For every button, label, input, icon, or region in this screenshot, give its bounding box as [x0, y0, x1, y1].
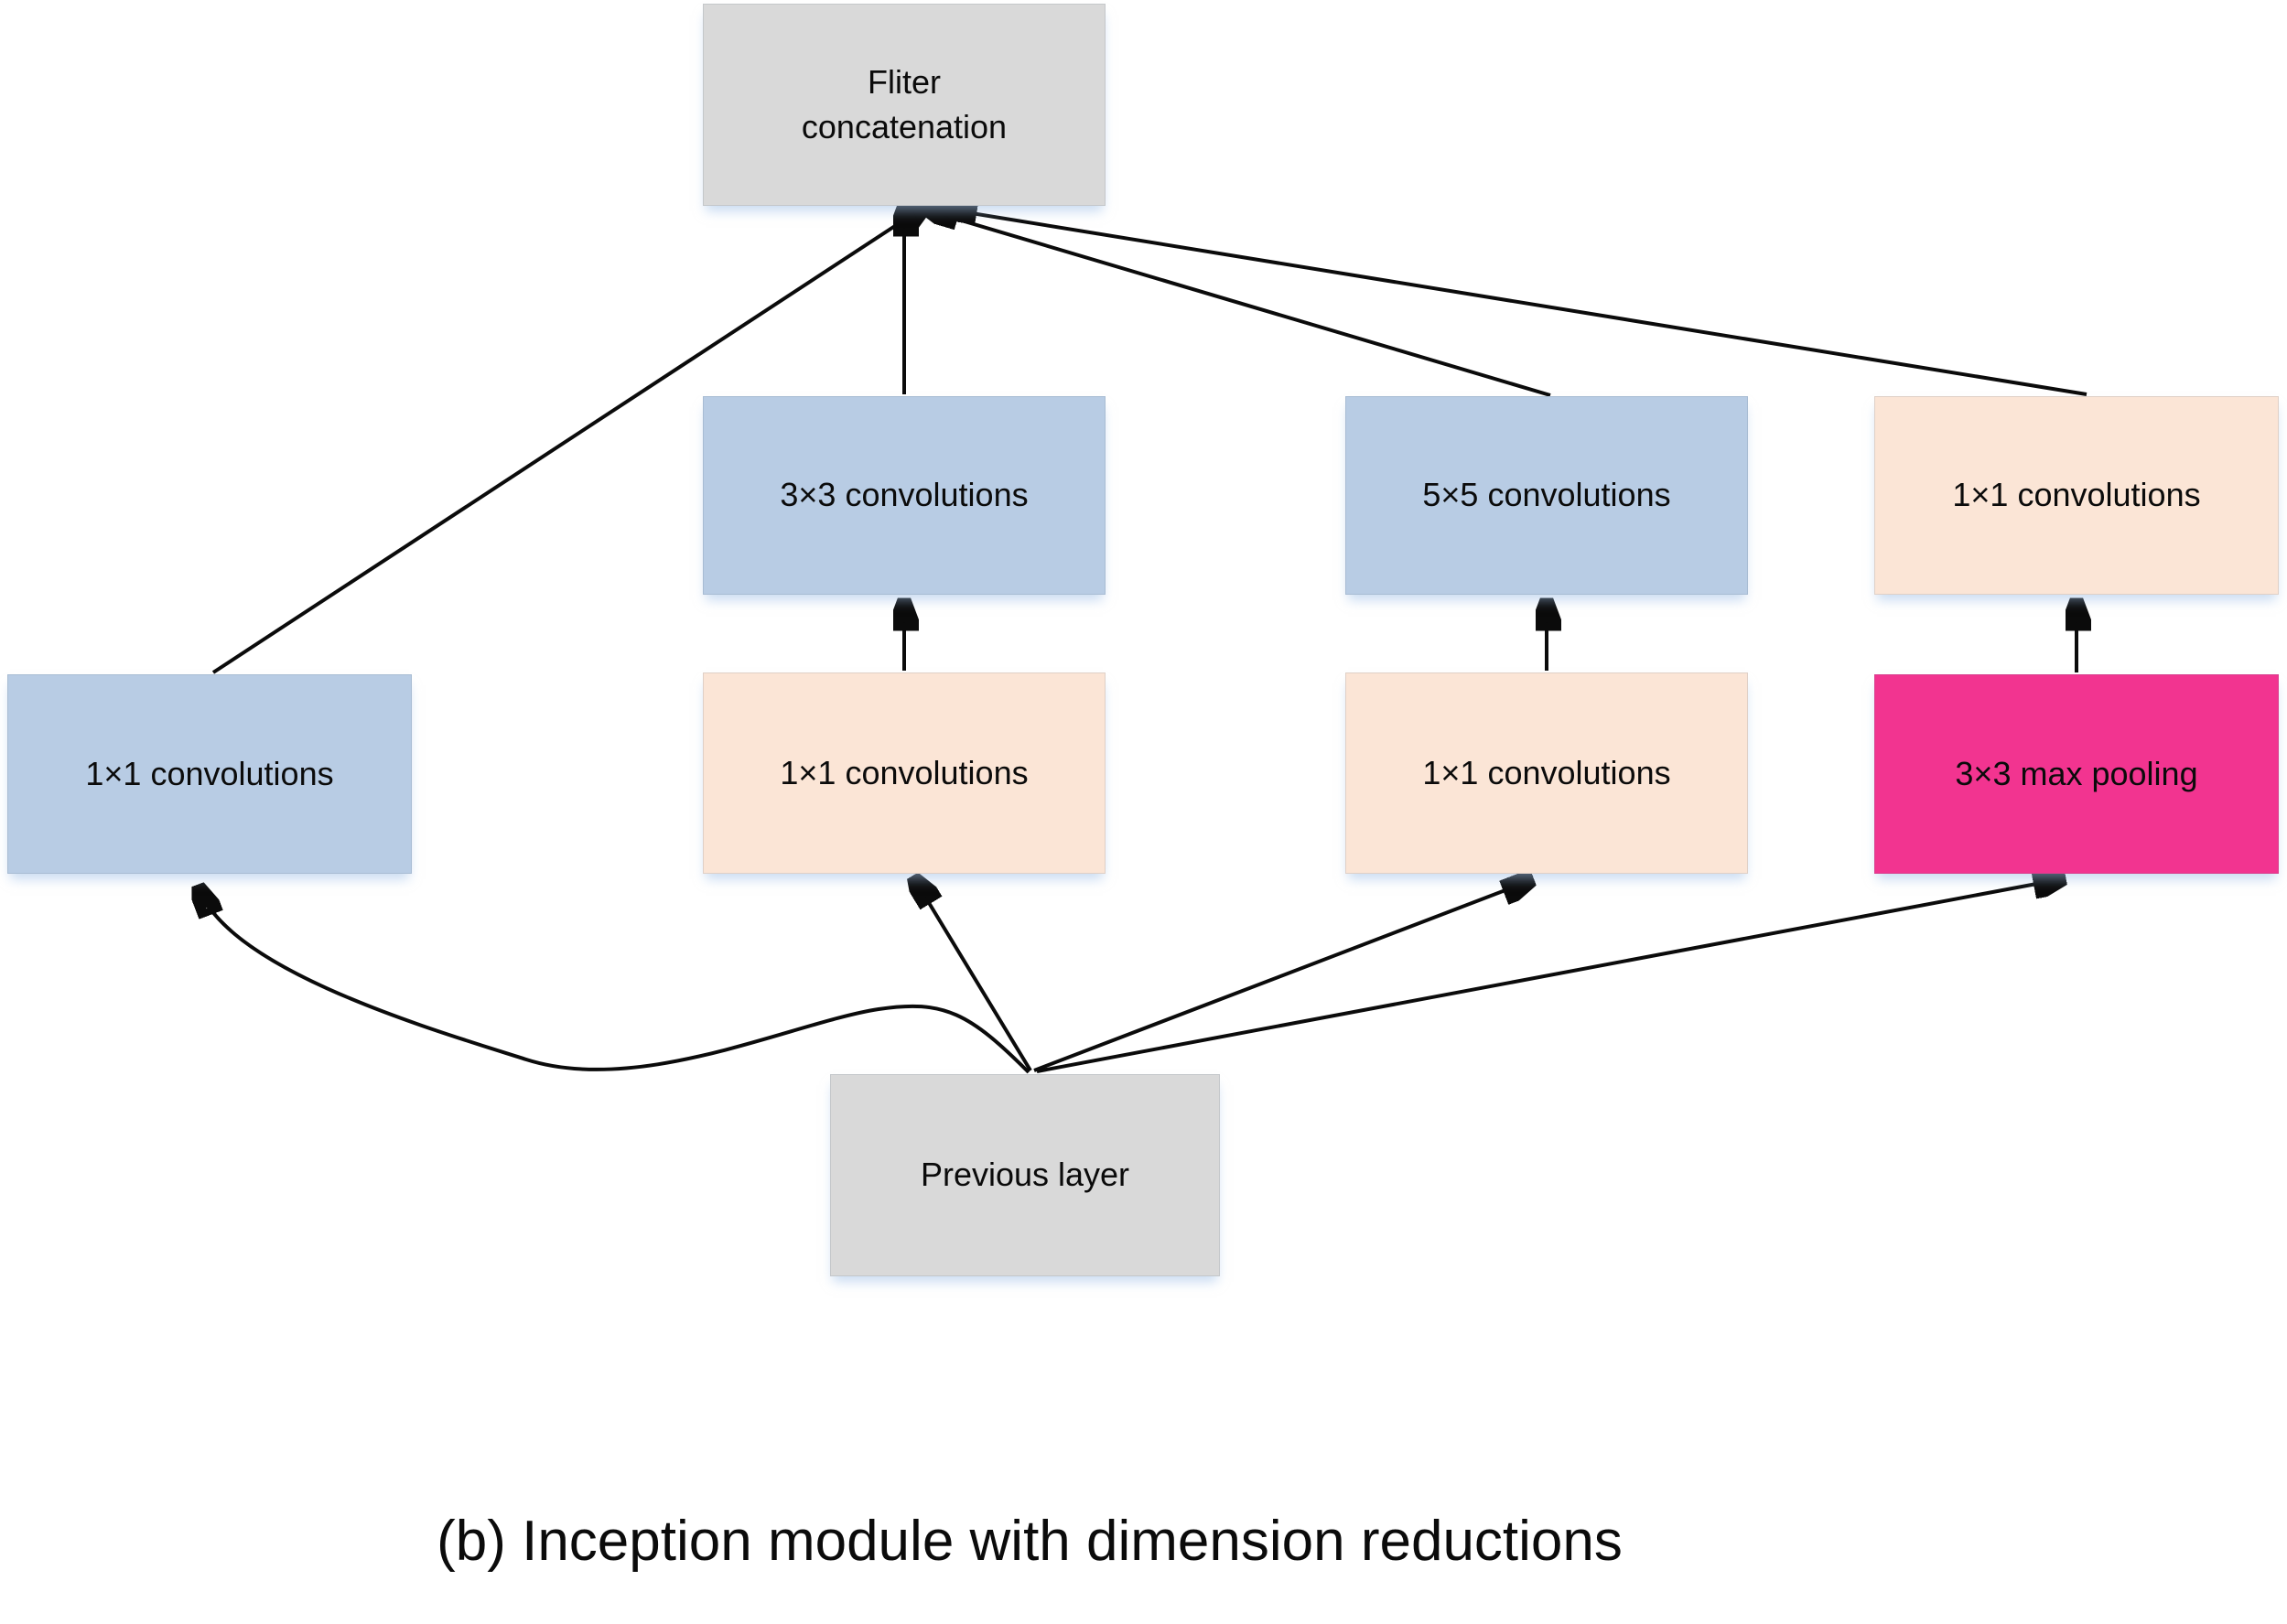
node-label: Previous layer: [920, 1156, 1130, 1194]
node-conv-1x1-reduce-3x3: 1×1 convolutions: [703, 672, 1106, 874]
figure-caption: (b) Inception module with dimension redu…: [437, 1510, 1623, 1573]
node-max-pooling: 3×3 max pooling: [1874, 674, 2279, 874]
node-label: 3×3 max pooling: [1955, 754, 2198, 792]
edge-previous-to-conv1x1-b: [915, 880, 1032, 1072]
node-conv-5x5: 5×5 convolutions: [1345, 396, 1748, 595]
edge-previous-to-conv1x1-a: [200, 889, 1030, 1074]
node-label: 1×1 convolutions: [85, 754, 334, 792]
edge-previous-to-conv1x1-c: [1033, 881, 1529, 1072]
edge-previous-to-maxpool: [1036, 879, 2061, 1073]
node-conv-1x1-after-pool: 1×1 convolutions: [1874, 396, 2279, 595]
node-conv-1x1-reduce-5x5: 1×1 convolutions: [1345, 672, 1748, 874]
node-label-line1: Fliter: [868, 62, 941, 101]
node-conv-1x1-branch1: 1×1 convolutions: [7, 674, 412, 874]
node-previous-layer: Previous layer: [830, 1074, 1220, 1276]
node-label: 1×1 convolutions: [1952, 476, 2201, 514]
edge-conv5x5-to-filter-concat: [931, 211, 1551, 397]
node-label: 5×5 convolutions: [1422, 476, 1671, 514]
node-label: 3×3 convolutions: [780, 476, 1029, 514]
node-label: 1×1 convolutions: [1422, 753, 1671, 791]
node-label: 1×1 convolutions: [780, 753, 1029, 791]
node-filter-concatenation: Fliter concatenation: [703, 4, 1106, 206]
node-conv-3x3: 3×3 convolutions: [703, 396, 1106, 595]
node-label-line2: concatenation: [801, 107, 1008, 145]
edge-conv1x1-d-to-filter-concat: [949, 210, 2087, 396]
